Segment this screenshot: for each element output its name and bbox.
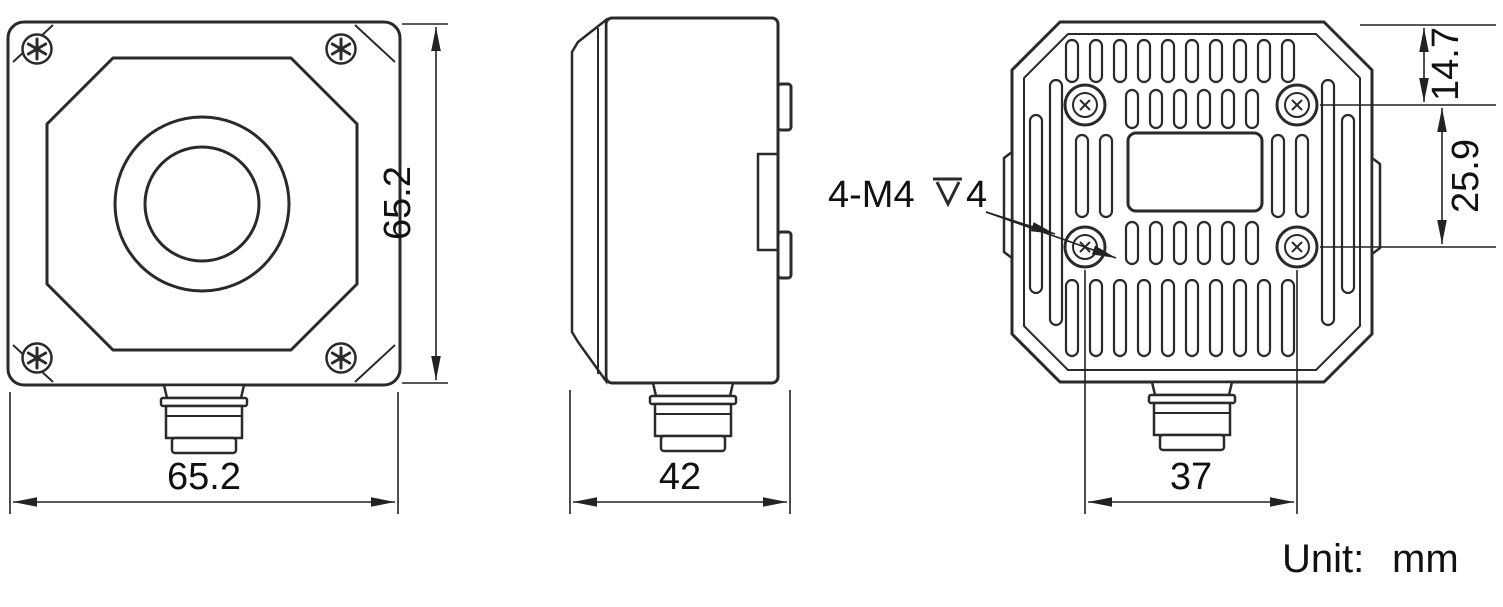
dim-hole-spacing: 37: [1084, 270, 1298, 514]
unit-value: mm: [1392, 537, 1459, 581]
heatsink-slot: [1064, 38, 1080, 84]
heatsink-slot: [1160, 38, 1176, 84]
heatsink-slot: [1124, 88, 1140, 130]
side-rear-bump-top: [776, 82, 793, 132]
heatsink-slot: [1320, 78, 1336, 327]
dim-hole-top-offset-label: 14.7: [1425, 27, 1467, 101]
dim-side-depth-label: 42: [659, 456, 701, 498]
dim-front-width: 65.2: [9, 392, 399, 514]
heatsink-slot: [1148, 220, 1164, 266]
unit-label: Unit:: [1282, 537, 1364, 581]
heatsink-slots: [1028, 38, 1356, 358]
heatsink-slot: [1064, 278, 1080, 358]
side-front-bezel: [570, 17, 608, 385]
heatsink-slot: [1088, 278, 1104, 358]
depth-symbol-icon: [933, 177, 962, 208]
heatsink-slot: [1232, 38, 1248, 84]
heatsink-slot: [1048, 78, 1064, 327]
heatsink-slot: [1280, 38, 1296, 84]
dim-hole-top-offset: 14.7: [1320, 24, 1496, 106]
leader-arrow: [985, 211, 1117, 259]
mounting-hole: [1275, 83, 1319, 127]
dim-front-height-label: 65.2: [377, 166, 419, 240]
mounting-hole: [1063, 83, 1107, 127]
dim-hole-vertical-spacing-label: 25.9: [1445, 139, 1487, 213]
heatsink-slot: [1196, 220, 1212, 266]
heatsink-slot: [1184, 278, 1200, 358]
torx-screw-icon: [325, 33, 357, 65]
rear-inner-contour: [1023, 33, 1361, 371]
side-port-recess: [756, 152, 780, 252]
side-view: [570, 16, 793, 453]
dim-hole-spacing-label: 37: [1170, 456, 1212, 498]
heatsink-slot: [1172, 88, 1188, 130]
rear-side-tab-left: [1002, 149, 1014, 261]
heatsink-slot: [1172, 220, 1188, 266]
heatsink-slot: [1232, 278, 1248, 358]
heatsink-slot: [1184, 38, 1200, 84]
dim-hole-vertical-spacing: 25.9: [1320, 108, 1496, 248]
heatsink-slot: [1074, 133, 1090, 219]
heatsink-slot: [1136, 38, 1152, 84]
heatsink-slot: [1244, 88, 1260, 130]
m12-connector: [1147, 380, 1237, 452]
m12-connector: [159, 383, 249, 455]
front-view: [6, 20, 402, 455]
heatsink-slot: [1340, 113, 1356, 295]
unit-note: Unit: mm: [1282, 537, 1459, 581]
heatsink-slot: [1196, 88, 1212, 130]
rear-side-tab-right: [1370, 155, 1382, 257]
heatsink-slot: [1088, 38, 1104, 84]
thread-callout-depth: 4: [966, 174, 987, 216]
heatsink-slot: [1112, 278, 1128, 358]
mounting-hole: [1275, 225, 1319, 269]
heatsink-slot: [1160, 278, 1176, 358]
heatsink-slot: [1270, 133, 1286, 219]
thread-callout-prefix: 4-M4: [828, 174, 915, 216]
heatsink-slot: [1136, 278, 1152, 358]
thread-callout: 4-M4 4: [828, 174, 1117, 259]
heatsink-slot: [1244, 220, 1260, 266]
side-rear-bump-bottom: [776, 230, 793, 280]
lens-opening: [143, 145, 261, 263]
heatsink-slot: [1220, 220, 1236, 266]
rear-label-plate: [1126, 131, 1264, 213]
rear-view: [1002, 20, 1382, 452]
dim-front-width-label: 65.2: [167, 456, 241, 498]
torx-screw-icon: [21, 33, 53, 65]
dim-side-depth: 42: [569, 390, 791, 514]
heatsink-slot: [1124, 220, 1140, 266]
heatsink-slot: [1098, 133, 1114, 219]
heatsink-slot: [1294, 133, 1310, 219]
heatsink-slot: [1256, 278, 1272, 358]
dim-front-height: 65.2: [377, 23, 448, 384]
m12-connector: [648, 381, 738, 453]
side-body: [604, 16, 780, 385]
heatsink-slot: [1028, 113, 1044, 295]
heatsink-slot: [1112, 38, 1128, 84]
heatsink-slot: [1256, 38, 1272, 84]
torx-screw-icon: [21, 342, 53, 374]
heatsink-slot: [1220, 88, 1236, 130]
heatsink-slot: [1208, 38, 1224, 84]
heatsink-slot: [1148, 88, 1164, 130]
torx-screw-icon: [325, 342, 357, 374]
heatsink-slot: [1280, 278, 1296, 358]
heatsink-slot: [1208, 278, 1224, 358]
